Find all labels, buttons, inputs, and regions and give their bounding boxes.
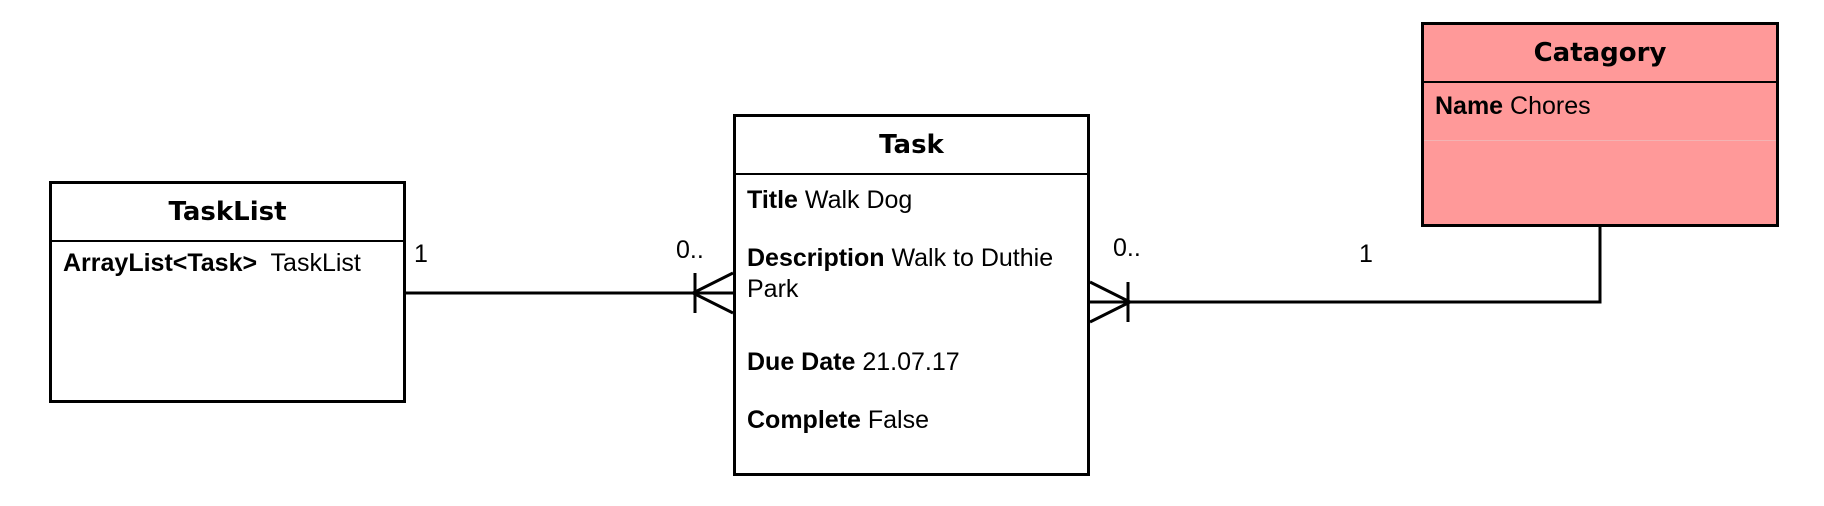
tasklist-entity[interactable]: TaskList ArrayList<Task> TaskList — [49, 181, 406, 403]
attribute-value: Walk Dog — [804, 186, 913, 214]
category-section-divider — [1424, 140, 1776, 141]
crowfoot-task-right-upper — [1089, 280, 1131, 304]
attribute-value: Walk to Duthie Park — [747, 244, 1054, 303]
tasklist-entity-title: TaskList — [52, 184, 403, 242]
category-entity-title: Catagory — [1424, 25, 1776, 83]
category-entity[interactable]: Catagory Name Chores — [1421, 22, 1779, 227]
attribute-value: False — [867, 406, 929, 434]
attribute-key: Description — [747, 244, 885, 272]
crowfoot-task-right-lower — [1089, 300, 1131, 324]
category-task-connector — [1089, 227, 1602, 324]
task-attribute-row-title: Title Walk Dog — [747, 185, 1077, 216]
cardinality-category-side: 1 — [1359, 240, 1373, 268]
task-attribute-row-description: Description Walk to Duthie Park — [747, 243, 1077, 305]
attribute-value: Chores — [1510, 92, 1591, 120]
cardinality-task-right-side: 0.. — [1113, 234, 1141, 262]
task-entity[interactable]: Task Title Walk Dog Description Walk to … — [733, 114, 1090, 476]
cardinality-tasklist-side: 1 — [414, 240, 428, 268]
tasklist-task-connector — [406, 271, 734, 315]
attribute-value: TaskList — [270, 249, 361, 277]
attribute-key: Title — [747, 186, 798, 214]
cardinality-task-left-side: 0.. — [676, 236, 704, 264]
tasklist-attribute-row: ArrayList<Task> TaskList — [63, 248, 361, 279]
category-task-line — [1090, 227, 1602, 304]
task-attribute-row-complete: Complete False — [747, 405, 1077, 436]
task-attribute-row-due-date: Due Date 21.07.17 — [747, 347, 1077, 378]
attribute-value: 21.07.17 — [862, 348, 960, 376]
attribute-key: Complete — [747, 406, 861, 434]
attribute-key: ArrayList<Task> — [63, 249, 258, 277]
crowfoot-task-left-lower — [692, 291, 734, 315]
attribute-key: Due Date — [747, 348, 856, 376]
task-entity-title: Task — [736, 117, 1087, 175]
attribute-key: Name — [1435, 92, 1504, 120]
category-attribute-row: Name Chores — [1435, 91, 1591, 122]
crowfoot-task-left-upper — [692, 271, 734, 295]
